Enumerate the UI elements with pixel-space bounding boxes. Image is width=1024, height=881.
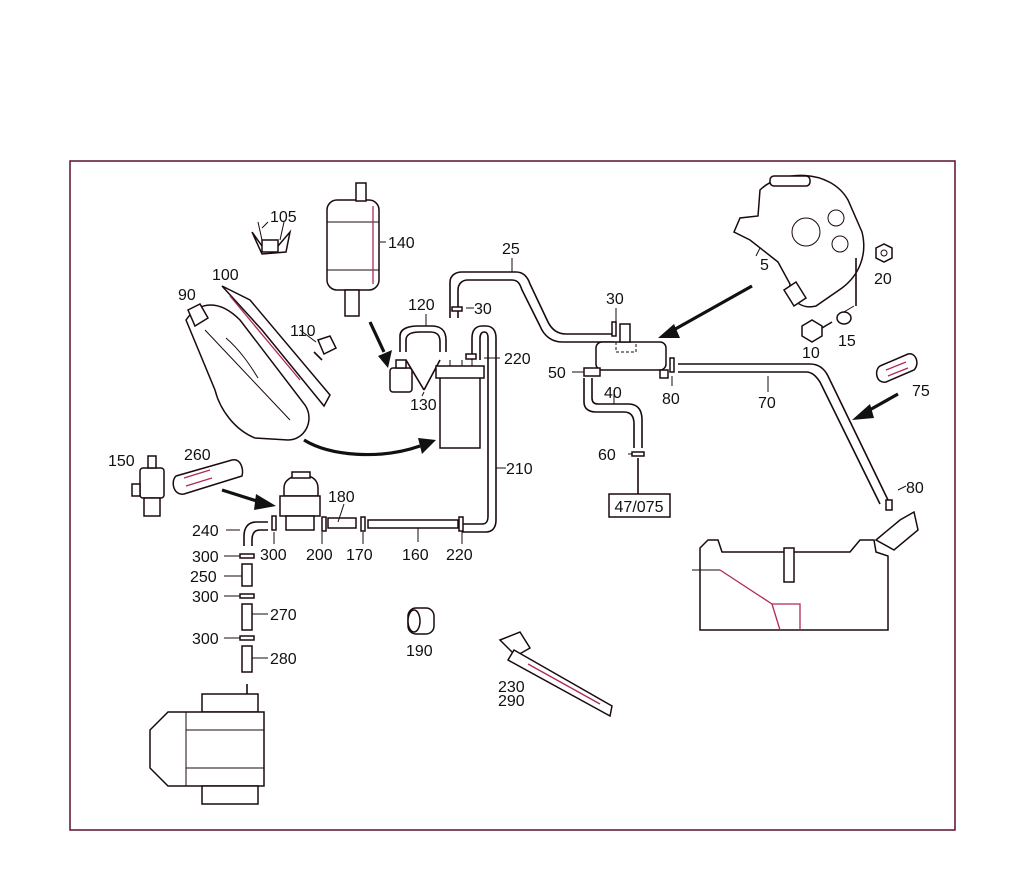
sleeve-260 xyxy=(172,459,244,495)
hose-180 xyxy=(327,517,357,529)
hose-25 xyxy=(449,271,614,335)
pump-housing-90 xyxy=(185,285,331,441)
callout-40: 40 xyxy=(604,385,622,402)
callout-220-upper: 220 xyxy=(504,351,531,368)
sensor-150 xyxy=(131,455,165,517)
callout-300-first: 300 xyxy=(192,549,219,566)
callout-100: 100 xyxy=(212,267,239,284)
hose-280 xyxy=(241,645,253,673)
callout-170: 170 xyxy=(346,547,373,564)
hose-240 xyxy=(243,521,268,546)
washer-15 xyxy=(836,311,852,325)
hose-70 xyxy=(678,363,889,501)
callout-300-second: 300 xyxy=(192,589,219,606)
hose-loop-120 xyxy=(399,325,447,391)
callout-5: 5 xyxy=(760,257,769,274)
leader-lines xyxy=(224,221,907,659)
callout-210: 210 xyxy=(506,461,533,478)
fuel-filter-140 xyxy=(326,182,380,317)
clip-105 xyxy=(251,221,292,255)
bolt-10 xyxy=(801,319,833,343)
canister-body xyxy=(435,360,485,449)
callout-130: 130 xyxy=(410,397,437,414)
callout-220-lower: 220 xyxy=(446,547,473,564)
clamps xyxy=(271,306,617,532)
callout-160: 160 xyxy=(402,547,429,564)
callout-60: 60 xyxy=(598,447,616,464)
clamp-300c xyxy=(239,635,255,641)
hose-240-inner xyxy=(251,529,268,546)
reference-box[interactable] xyxy=(608,493,671,518)
clamp-300a xyxy=(239,553,255,559)
callout-90: 90 xyxy=(178,287,196,304)
hose-250 xyxy=(241,563,253,587)
hose-70-inner xyxy=(678,371,881,505)
assembly-arrows xyxy=(221,284,899,510)
callout-105: 105 xyxy=(270,209,297,226)
clamp-80a xyxy=(669,357,675,373)
fuel-tank xyxy=(692,499,919,631)
callout-280: 280 xyxy=(270,651,297,668)
bolt-110 xyxy=(313,335,338,361)
callout-110: 110 xyxy=(290,323,316,340)
callout-190: 190 xyxy=(406,643,433,660)
callout-15: 15 xyxy=(838,333,856,350)
hose-270 xyxy=(241,603,253,631)
pump-assembly-5 xyxy=(733,174,865,308)
clamp-60 xyxy=(631,451,645,457)
hose-210-inner xyxy=(462,331,489,525)
callout-30-right: 30 xyxy=(606,291,624,308)
callout-30-left: 30 xyxy=(474,301,492,318)
sleeve-75 xyxy=(875,353,918,383)
callout-300-third: 300 xyxy=(192,631,219,648)
callout-240: 240 xyxy=(192,523,219,540)
callout-140: 140 xyxy=(388,235,415,252)
purge-valve xyxy=(583,323,669,379)
hose-40 xyxy=(583,378,635,448)
hose-160 xyxy=(367,519,459,529)
callout-290: 290 xyxy=(498,693,525,710)
regulator xyxy=(279,471,321,531)
valve-130 xyxy=(389,359,413,393)
callout-150: 150 xyxy=(108,453,135,470)
callout-270: 270 xyxy=(270,607,297,624)
engine-block xyxy=(149,693,265,805)
callout-80-right: 80 xyxy=(906,480,924,497)
callout-20: 20 xyxy=(874,271,892,288)
callout-75: 75 xyxy=(912,383,930,400)
callout-25: 25 xyxy=(502,241,520,258)
diagram-frame xyxy=(69,160,956,831)
callout-180: 180 xyxy=(328,489,355,506)
hose-40-inner xyxy=(591,378,643,448)
clamp-300b xyxy=(239,593,255,599)
grommet-190 xyxy=(407,607,435,635)
hose-210 xyxy=(462,325,497,533)
callout-200: 200 xyxy=(306,547,333,564)
callout-10: 10 xyxy=(802,345,820,362)
callout-70: 70 xyxy=(758,395,776,412)
hose-25-inner xyxy=(457,279,614,343)
callout-260: 260 xyxy=(184,447,211,464)
nut-20 xyxy=(875,243,893,263)
callout-80-left: 80 xyxy=(662,391,680,408)
callout-120: 120 xyxy=(408,297,435,314)
callout-50: 50 xyxy=(548,365,566,382)
callout-300-elbow: 300 xyxy=(260,547,287,564)
callout-230: 230 xyxy=(498,679,525,696)
cable-tie-230 xyxy=(498,631,613,718)
reference-label[interactable]: 47/075 xyxy=(615,499,664,516)
callout-250: 250 xyxy=(190,569,217,586)
